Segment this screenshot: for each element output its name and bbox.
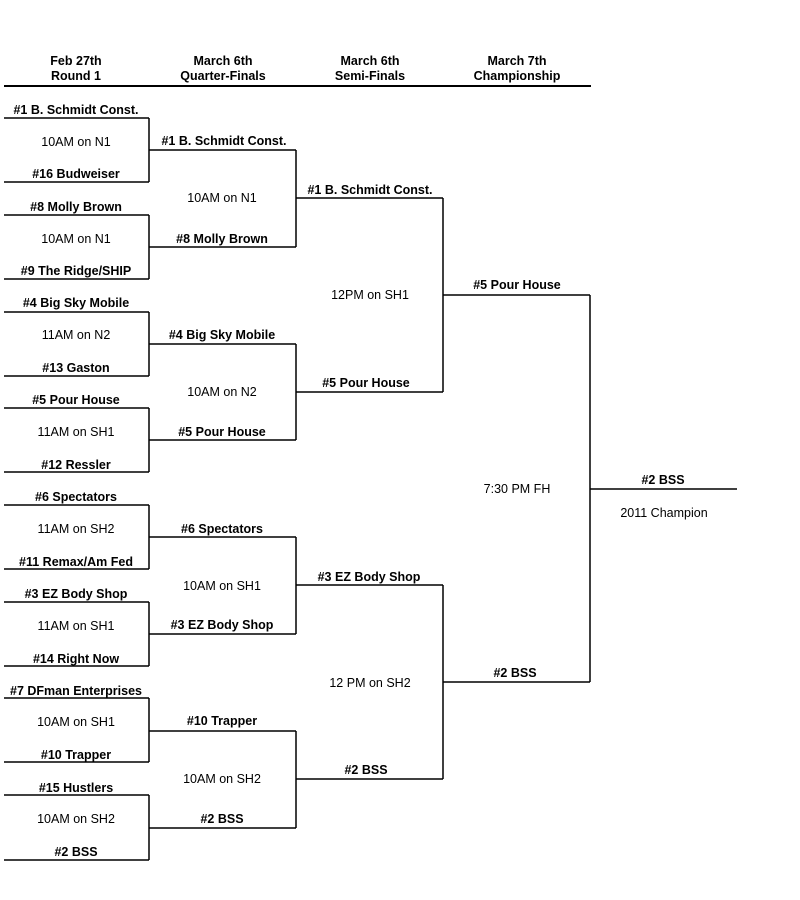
header-semifinals: March 6th Semi-Finals (296, 54, 444, 84)
r1-match-time-4: 11AM on SH1 (37, 425, 115, 439)
r1-team-12: #14 Right Now (32, 652, 120, 666)
r1-match-time-8: 10AM on SH2 (37, 812, 115, 826)
r1-match-time-5: 11AM on SH2 (37, 522, 115, 536)
sf-team-1: #1 B. Schmidt Const. (307, 183, 433, 197)
r1-team-2: #16 Budweiser (32, 167, 120, 181)
r1-team-9: #6 Spectators (35, 490, 117, 504)
header-date: March 6th (340, 54, 400, 68)
header-date: March 7th (487, 54, 547, 68)
final-team-2: #2 BSS (493, 666, 537, 680)
r1-team-10: #11 Remax/Am Fed (19, 555, 133, 569)
r1-match-time-2: 10AM on N1 (41, 232, 111, 246)
header-championship: March 7th Championship (443, 54, 591, 84)
r1-team-4: #9 The Ridge/SHIP (20, 264, 132, 278)
header-round: Championship (473, 69, 561, 83)
header-underline (4, 85, 591, 87)
r1-team-16: #2 BSS (54, 845, 98, 859)
header-round: Semi-Finals (334, 69, 406, 83)
qf-team-2: #8 Molly Brown (176, 232, 268, 246)
header-quarterfinals: March 6th Quarter-Finals (148, 54, 298, 84)
sf-team-2: #5 Pour House (322, 376, 410, 390)
r1-match-time-1: 10AM on N1 (41, 135, 111, 149)
r1-team-8: #12 Ressler (41, 458, 111, 472)
r1-team-11: #3 EZ Body Shop (24, 587, 128, 601)
qf-team-5: #6 Spectators (181, 522, 263, 536)
champion-team: #2 BSS (641, 473, 685, 487)
qf-team-1: #1 B. Schmidt Const. (161, 134, 287, 148)
qf-team-7: #10 Trapper (186, 714, 258, 728)
r1-match-time-7: 10AM on SH1 (37, 715, 115, 729)
qf-match-time-2: 10AM on N2 (187, 385, 257, 399)
sf-team-3: #3 EZ Body Shop (317, 570, 421, 584)
champion-label: 2011 Champion (620, 506, 708, 520)
r1-match-time-6: 11AM on SH1 (37, 619, 115, 633)
qf-team-6: #3 EZ Body Shop (170, 618, 274, 632)
qf-match-time-3: 10AM on SH1 (183, 579, 261, 593)
header-date: Feb 27th (50, 54, 102, 68)
final-team-1: #5 Pour House (473, 278, 561, 292)
r1-team-6: #13 Gaston (42, 361, 110, 375)
r1-team-5: #4 Big Sky Mobile (22, 296, 130, 310)
qf-team-8: #2 BSS (200, 812, 244, 826)
r1-team-3: #8 Molly Brown (30, 200, 122, 214)
r1-match-time-3: 11AM on N2 (41, 328, 111, 342)
sf-match-time-2: 12 PM on SH2 (329, 676, 411, 690)
qf-match-time-1: 10AM on N1 (187, 191, 257, 205)
qf-team-3: #4 Big Sky Mobile (168, 328, 276, 342)
header-round: Round 1 (51, 69, 101, 83)
r1-team-13: #7 DFman Enterprises (10, 684, 142, 698)
sf-match-time-1: 12PM on SH1 (331, 288, 409, 302)
r1-team-14: #10 Trapper (40, 748, 112, 762)
header-round1: Feb 27th Round 1 (0, 54, 152, 84)
r1-team-1: #1 B. Schmidt Const. (13, 103, 139, 117)
header-round: Quarter-Finals (180, 69, 266, 83)
r1-team-15: #15 Hustlers (38, 781, 114, 795)
qf-match-time-4: 10AM on SH2 (183, 772, 261, 786)
header-date: March 6th (193, 54, 253, 68)
qf-team-4: #5 Pour House (178, 425, 266, 439)
final-match-time: 7:30 PM FH (483, 482, 551, 496)
sf-team-4: #2 BSS (344, 763, 388, 777)
r1-team-7: #5 Pour House (32, 393, 120, 407)
